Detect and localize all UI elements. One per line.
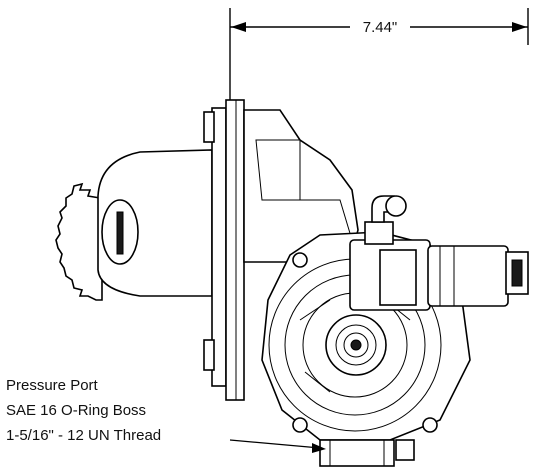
solenoid-coil [427,245,529,307]
pressure-port [319,439,415,467]
arrow-left-icon [231,22,246,32]
pressure-port-callout: Pressure Port SAE 16 O-Ring Boss 1-5/16"… [6,377,326,453]
motor-housing [97,149,213,297]
dimension-label: 7.44" [363,19,398,36]
dimension-7-44: 7.44" [229,8,529,110]
bolt-icon [422,417,438,433]
arrow-right-icon [512,22,527,32]
bracket-housing [243,109,359,263]
mounting-flange [203,99,245,401]
callout-line-1: Pressure Port [6,377,99,394]
bolt-icon [292,252,308,268]
valve-block [349,195,431,311]
callout-line-3: 1-5/16" - 12 UN Thread [6,427,161,444]
drive-gear [55,182,103,301]
callout-arrow-icon [312,443,326,453]
bolt-icon [292,417,308,433]
callout-line-2: SAE 16 O-Ring Boss [6,402,146,419]
fitting-cap-icon [385,195,407,217]
